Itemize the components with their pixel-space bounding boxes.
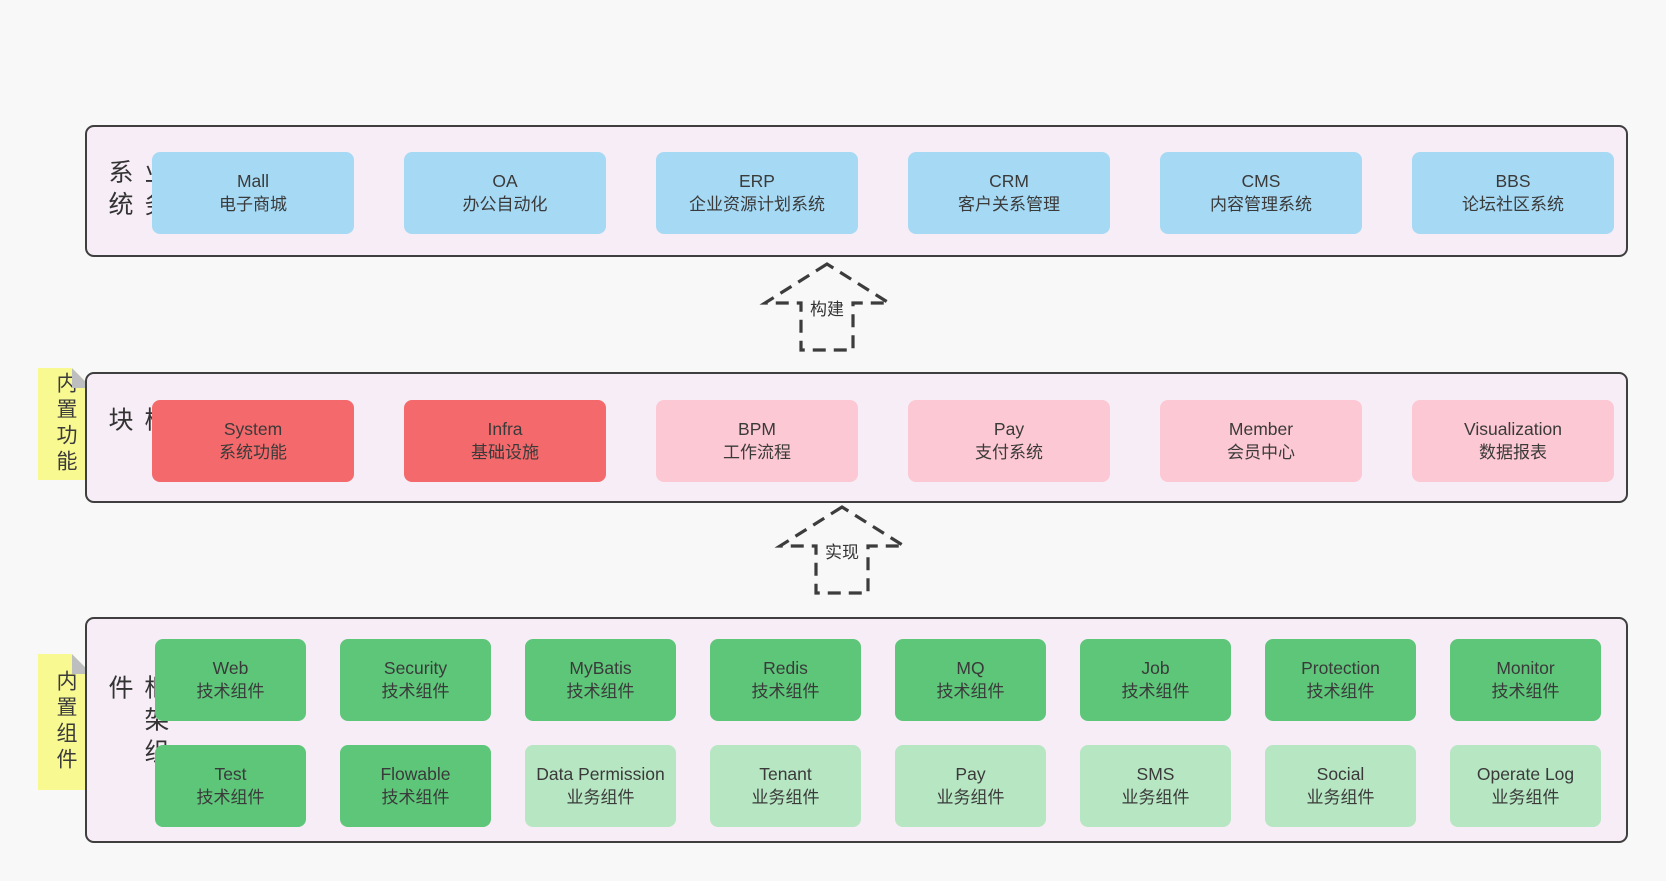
box-web: Web 技术组件 — [155, 639, 306, 721]
box-system: System 系统功能 — [152, 400, 354, 482]
box-title: Mall — [236, 171, 270, 191]
box-title: BBS — [1495, 171, 1531, 191]
box-subtitle: 业务组件 — [936, 788, 1005, 807]
box-subtitle: 基础设施 — [471, 443, 539, 462]
box-bpm: BPM 工作流程 — [656, 400, 858, 482]
box-title: Tenant — [759, 764, 812, 784]
box-subtitle: 数据报表 — [1479, 443, 1547, 462]
box-subtitle: 会员中心 — [1227, 443, 1295, 462]
box-subtitle: 业务组件 — [1121, 788, 1190, 807]
box-subtitle: 技术组件 — [196, 788, 265, 807]
box-pay: Pay 业务组件 — [895, 745, 1046, 827]
box-subtitle: 支付系统 — [975, 443, 1043, 462]
box-monitor: Monitor 技术组件 — [1450, 639, 1601, 721]
up-arrow-icon — [774, 505, 910, 595]
box-title: Security — [383, 658, 448, 678]
box-title: Monitor — [1496, 658, 1555, 678]
box-mall: Mall 电子商城 — [152, 152, 354, 234]
box-title: OA — [492, 171, 518, 191]
box-title: System — [223, 419, 283, 439]
box-subtitle: 电子商城 — [219, 195, 287, 214]
box-subtitle: 技术组件 — [1306, 682, 1375, 701]
box-oa: OA 办公自动化 — [404, 152, 606, 234]
box-subtitle: 技术组件 — [751, 682, 820, 701]
box-subtitle: 论坛社区系统 — [1462, 195, 1564, 214]
box-subtitle: 技术组件 — [381, 788, 450, 807]
box-subtitle: 业务组件 — [1491, 788, 1560, 807]
box-job: Job 技术组件 — [1080, 639, 1231, 721]
box-crm: CRM 客户关系管理 — [908, 152, 1110, 234]
box-title: Data Permission — [536, 764, 665, 784]
box-title: Member — [1228, 419, 1294, 439]
box-subtitle: 企业资源计划系统 — [689, 195, 825, 214]
up-arrow-icon — [759, 262, 895, 352]
box-operate-log: Operate Log 业务组件 — [1450, 745, 1601, 827]
box-member: Member 会员中心 — [1160, 400, 1362, 482]
box-tenant: Tenant 业务组件 — [710, 745, 861, 827]
box-title: Visualization — [1464, 419, 1562, 439]
box-infra: Infra 基础设施 — [404, 400, 606, 482]
arrow-build-label: 构建 — [805, 294, 849, 321]
arrow-implement-label: 实现 — [820, 537, 864, 564]
box-title: Operate Log — [1476, 764, 1575, 784]
box-title: CMS — [1241, 171, 1281, 191]
box-title: Flowable — [380, 764, 451, 784]
box-bbs: BBS 论坛社区系统 — [1412, 152, 1614, 234]
arrow-implement: 实现 — [772, 504, 912, 596]
box-security: Security 技术组件 — [340, 639, 491, 721]
box-visualization: Visualization 数据报表 — [1412, 400, 1614, 482]
box-title: Social — [1316, 764, 1365, 784]
box-cms: CMS 内容管理系统 — [1160, 152, 1362, 234]
box-subtitle: 业务组件 — [751, 788, 820, 807]
box-title: MQ — [956, 658, 985, 678]
box-title: Pay — [993, 419, 1025, 439]
box-subtitle: 技术组件 — [1491, 682, 1560, 701]
box-title: Redis — [763, 658, 808, 678]
box-erp: ERP 企业资源计划系统 — [656, 152, 858, 234]
sticky-note-text: 内置组件 — [54, 670, 77, 774]
box-pay: Pay 支付系统 — [908, 400, 1110, 482]
box-subtitle: 工作流程 — [723, 443, 791, 462]
sticky-note-builtin-features: 内置功能 — [38, 368, 92, 480]
box-test: Test 技术组件 — [155, 745, 306, 827]
box-subtitle: 内容管理系统 — [1210, 195, 1312, 214]
box-title: MyBatis — [569, 658, 632, 678]
box-title: SMS — [1136, 764, 1175, 784]
box-redis: Redis 技术组件 — [710, 639, 861, 721]
box-mybatis: MyBatis 技术组件 — [525, 639, 676, 721]
box-subtitle: 业务组件 — [1306, 788, 1375, 807]
box-subtitle: 客户关系管理 — [958, 195, 1060, 214]
sticky-note-builtin-components: 内置组件 — [38, 654, 92, 790]
box-flowable: Flowable 技术组件 — [340, 745, 491, 827]
band-business-systems: 业务系统 Mall电子商城OA办公自动化ERP企业资源计划系统CRM客户关系管理… — [85, 125, 1628, 257]
box-title: Pay — [955, 764, 986, 784]
box-subtitle: 业务组件 — [566, 788, 635, 807]
box-subtitle: 技术组件 — [1121, 682, 1190, 701]
box-title: Web — [212, 658, 249, 678]
box-title: BPM — [738, 419, 776, 439]
box-sms: SMS 业务组件 — [1080, 745, 1231, 827]
box-subtitle: 系统功能 — [219, 443, 287, 462]
band-common-modules: 通用模块 System系统功能Infra基础设施BPM工作流程Pay支付系统Me… — [85, 372, 1628, 503]
box-title: Infra — [487, 419, 523, 439]
box-protection: Protection 技术组件 — [1265, 639, 1416, 721]
box-subtitle: 技术组件 — [566, 682, 635, 701]
box-title: CRM — [989, 171, 1029, 191]
box-title: Job — [1141, 658, 1170, 678]
box-social: Social 业务组件 — [1265, 745, 1416, 827]
box-title: Protection — [1301, 658, 1380, 678]
box-mq: MQ 技术组件 — [895, 639, 1046, 721]
box-title: Test — [214, 764, 247, 784]
arrow-build: 构建 — [757, 261, 897, 353]
box-subtitle: 办公自动化 — [462, 195, 548, 214]
sticky-note-text: 内置功能 — [54, 372, 77, 476]
box-title: ERP — [739, 171, 775, 191]
box-subtitle: 技术组件 — [196, 682, 265, 701]
box-subtitle: 技术组件 — [381, 682, 450, 701]
box-subtitle: 技术组件 — [936, 682, 1005, 701]
box-data-permission: Data Permission 业务组件 — [525, 745, 676, 827]
